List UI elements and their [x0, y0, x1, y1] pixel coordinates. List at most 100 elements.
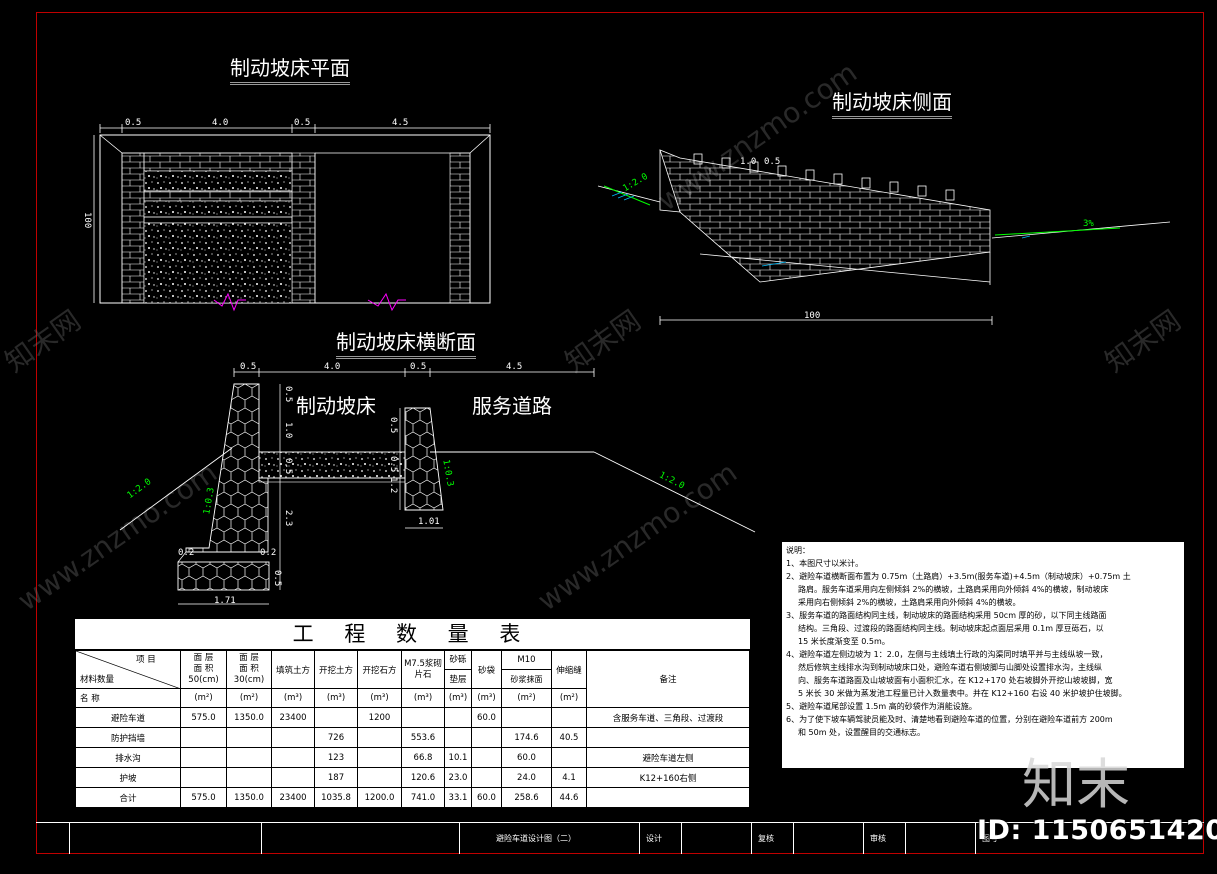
note-line: 15 米长度渐变至 0.5m。	[798, 637, 890, 646]
note-line: 4、避险车道左侧边坡为 1：2.0，左侧与主线填土行政的沟渠同时填平并与主线纵坡…	[786, 650, 1108, 659]
tb-design-value	[681, 823, 758, 854]
cross-dim-3: 0.5	[410, 362, 427, 372]
watermark-id: ID: 1150651420	[977, 815, 1217, 846]
table-cell	[357, 747, 402, 768]
table-cell	[357, 727, 402, 748]
tb-cell-blank2	[261, 823, 466, 854]
table-cell	[226, 767, 272, 788]
plan-dim-2: 4.0	[212, 118, 229, 128]
table-cell	[180, 727, 227, 748]
table-cell	[180, 767, 227, 788]
tb-cell-blank1	[69, 823, 268, 854]
note-line: 5、避险车道尾部设置 1.5m 高的砂袋作为消能设施。	[786, 702, 977, 711]
tb-approve: 审核	[863, 823, 912, 854]
note-line: 采用向右侧倾斜 2%的横坡，土路肩采用向外倾斜 4%的横坡。	[798, 598, 1021, 607]
tb-review-value	[793, 823, 870, 854]
table-cell: 553.6	[401, 727, 445, 748]
table-cell: 60.0	[501, 747, 552, 768]
table-cell	[180, 747, 227, 768]
note-line: 1、本图尺寸以米计。	[786, 559, 864, 568]
table-cell	[444, 727, 472, 748]
table-cell	[226, 747, 272, 768]
tb-review: 复核	[751, 823, 800, 854]
table-cell	[471, 767, 502, 788]
note-line: 2、避险车道横断面布置为 0.75m（土路肩）+3.5m(服务车道)+4.5m（…	[786, 572, 1131, 581]
cross-dim-h1: 0.5	[283, 386, 293, 403]
cross-dim-1: 0.5	[240, 362, 257, 372]
col-header-7: 砂袋	[471, 650, 502, 689]
cross-dim-4: 4.5	[506, 362, 523, 372]
table-cell: 726	[314, 727, 358, 748]
table-cell: 174.6	[501, 727, 552, 748]
table-cell	[271, 747, 315, 768]
col-header-8: M10	[501, 650, 552, 670]
design-notes: 说明：1、本图尺寸以米计。2、避险车道横断面布置为 0.75m（土路肩）+3.5…	[782, 542, 1184, 768]
table-cell	[471, 747, 502, 768]
table-cell: 1200.0	[357, 787, 402, 808]
cross-dim-h6: 1.2	[388, 477, 398, 494]
table-cell	[471, 727, 502, 748]
cross-base-right: 1.01	[418, 517, 440, 527]
cross-dim-h8: 0.5	[388, 456, 398, 473]
table-cell	[271, 767, 315, 788]
cross-small-2: 0.2	[260, 548, 277, 558]
table-cell: 60.0	[471, 707, 502, 728]
plan-dim-1: 0.5	[125, 118, 142, 128]
row-name: 合计	[75, 787, 181, 808]
cross-dim-h5: 0.5	[272, 570, 282, 587]
table-cell: 575.0	[180, 707, 227, 728]
col-header-4: 开挖石方	[357, 650, 402, 689]
table-cell: 120.6	[401, 767, 445, 788]
side-dim-bottom: 100	[804, 311, 821, 321]
side-dim-top: 1.0	[740, 157, 757, 167]
title-block: 避险车道设计图（二） 设计 复核 审核 图号	[36, 822, 1204, 854]
unit-5: (m³)	[401, 688, 445, 708]
col-header-6b: 垫层	[444, 669, 472, 689]
unit-4: (m³)	[357, 688, 402, 708]
table-cell: 123	[314, 747, 358, 768]
col-header-5: M7.5浆砌片石	[401, 650, 445, 689]
tb-sheet: 图号	[975, 823, 1062, 854]
unit-6: (m³)	[444, 688, 472, 708]
plan-title: 制动坡床平面	[230, 52, 350, 85]
table-cell	[501, 707, 552, 728]
table-cell	[551, 747, 587, 768]
table-cell: 1200	[357, 707, 402, 728]
table-cell: 1350.0	[226, 707, 272, 728]
col-header-9: 伸缩缝	[551, 650, 587, 689]
cross-title: 制动坡床横断面	[336, 326, 476, 359]
note-line: 和 50m 处，设置醒目的交通标志。	[798, 728, 926, 737]
table-cell: 44.6	[551, 787, 587, 808]
table-cell: 60.0	[471, 787, 502, 808]
cross-dim-2: 4.0	[324, 362, 341, 372]
cross-base-left: 1.71	[214, 596, 236, 606]
unit-8: (m²)	[501, 688, 552, 708]
unit-1: (m²)	[226, 688, 272, 708]
unit-0: (m²)	[180, 688, 227, 708]
note-line: 5 米长 30 米做为蒸发池工程量已计入数量表中。并在 K12+160 右设 4…	[798, 689, 1127, 698]
note-line: 3、服务车道的路面结构同主线，制动坡床的路面结构采用 50cm 厚的砂，以下同主…	[786, 611, 1107, 620]
road-label: 服务道路	[472, 394, 552, 418]
side-view	[597, 149, 1171, 325]
table-cell	[444, 707, 472, 728]
table-cell: 187	[314, 767, 358, 788]
tb-design: 设计	[639, 823, 688, 854]
tb-approve-value	[905, 823, 982, 854]
table-cell: K12+160右侧	[586, 767, 750, 788]
plan-dim-4: 4.5	[392, 118, 409, 128]
drawing-border	[36, 12, 1204, 854]
row-name: 排水沟	[75, 747, 181, 768]
watermark-logo: 知末	[1022, 753, 1130, 816]
cross-dim-h7: 0.5	[388, 417, 398, 434]
table-cell: 避险车道左侧	[586, 747, 750, 768]
unit-9: (m²)	[551, 688, 587, 708]
header-qty: 材料数量	[80, 675, 115, 685]
table-cell: 741.0	[401, 787, 445, 808]
